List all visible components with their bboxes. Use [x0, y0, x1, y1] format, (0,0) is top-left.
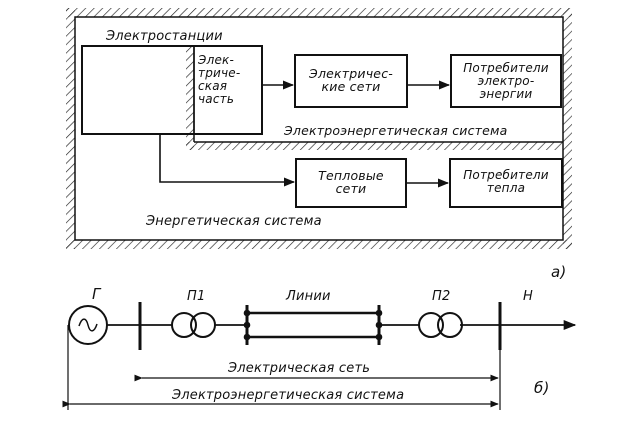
line-node — [243, 333, 251, 341]
caption-b: б) — [534, 379, 550, 397]
arrow-plant-to-heat — [159, 134, 296, 187]
label-transformer-2: П2 — [432, 289, 451, 304]
label-power-plants: Электростанции — [106, 29, 223, 44]
label-electric-power-system-b: Электроэнергетическая система — [172, 388, 405, 403]
line-node — [243, 309, 251, 317]
generator-sine-icon — [78, 318, 98, 332]
caption-a: а) — [551, 263, 567, 281]
label-lines: Линии — [286, 289, 331, 304]
label-load: Н — [523, 289, 533, 304]
line-node — [375, 321, 383, 329]
label-heat-networks: Тепловые сети — [318, 168, 384, 196]
electricity-consumers-block — [450, 54, 562, 108]
line-node — [375, 309, 383, 317]
transformer-1-coil-a — [171, 312, 197, 338]
energy-system-frame — [66, 8, 572, 249]
label-electric-network: Электрическая сеть — [228, 361, 371, 376]
power-plant-block — [81, 45, 263, 135]
heat-consumers-block — [449, 158, 563, 208]
label-electrical-part: Элек- триче- ская часть — [198, 53, 241, 106]
label-generator: Г — [92, 285, 101, 303]
label-transformer-1: П1 — [187, 289, 206, 304]
label-energy-system: Энергетическая система — [146, 214, 322, 229]
transformer-2-coil-a — [418, 312, 444, 338]
label-electric-networks: Электричес- кие сети — [309, 66, 393, 94]
electric-networks-block — [294, 54, 408, 108]
transformer-1-coil-b — [190, 312, 216, 338]
line-node — [375, 333, 383, 341]
label-electric-power-system: Электроэнергетическая система — [284, 123, 508, 138]
transformer-2-coil-b — [437, 312, 463, 338]
label-heat-consumers: Потребители тепла — [463, 168, 549, 195]
line-node — [243, 321, 251, 329]
label-electricity-consumers: Потребители электро- энергии — [463, 61, 549, 101]
